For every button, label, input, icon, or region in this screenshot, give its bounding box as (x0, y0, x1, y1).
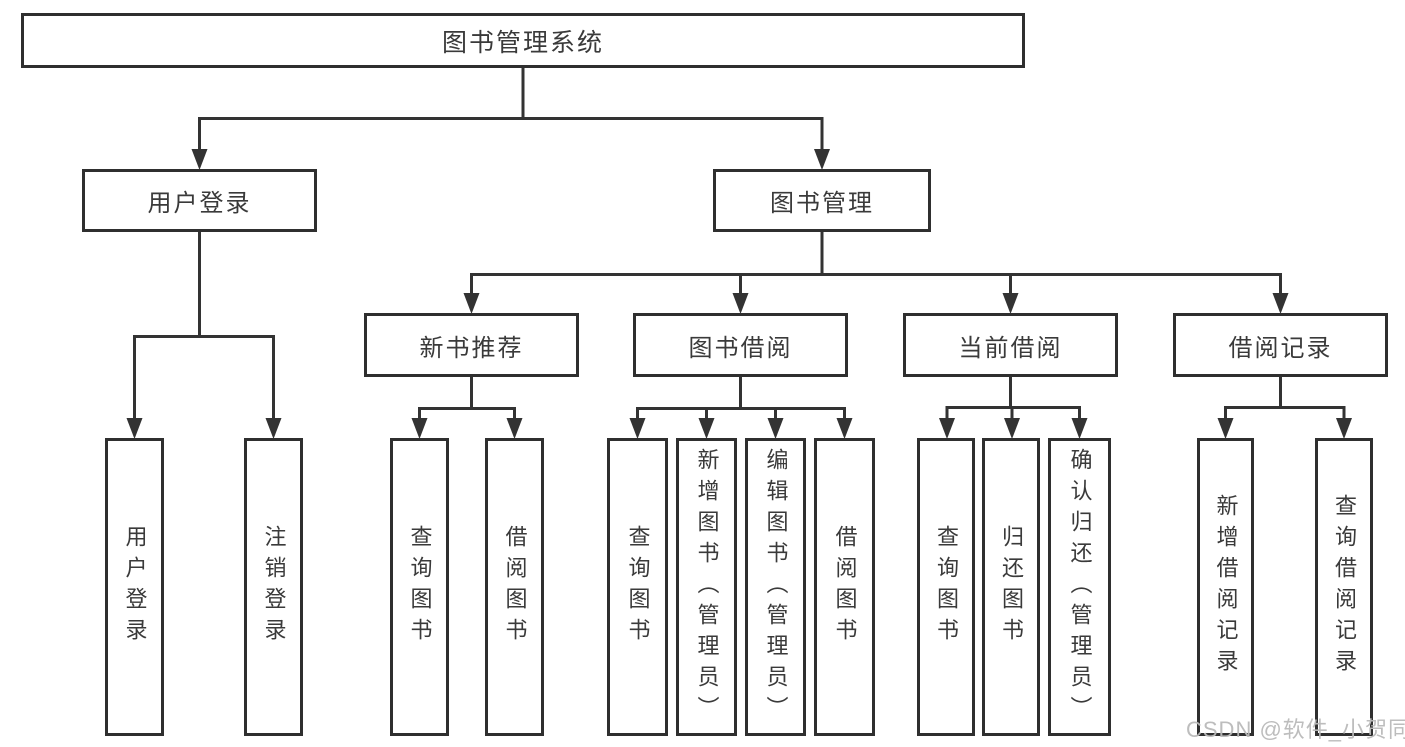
node-label: 编辑图书（管理员） (763, 447, 789, 727)
arrowhead (1336, 418, 1352, 439)
leaf-return-book: 归还图书 (982, 438, 1040, 736)
arrowhead (463, 293, 480, 314)
node-label: 用户登录 (122, 525, 148, 649)
node-user-login: 用户登录 (82, 169, 317, 232)
arrowhead (698, 418, 715, 439)
arrowhead (629, 418, 646, 439)
arrowhead (814, 149, 830, 170)
node-label: 借阅图书 (502, 525, 528, 649)
node-label: 查询借阅记录 (1332, 494, 1357, 680)
leaf-add-book-admin: 新增图书（管理员） (676, 438, 737, 736)
leaf-query-books-borrow: 查询图书 (607, 438, 668, 736)
leaf-edit-book-admin: 编辑图书（管理员） (745, 438, 806, 736)
node-current-borrowing: 当前借阅 (903, 313, 1118, 377)
leaf-query-books-current: 查询图书 (917, 438, 975, 736)
node-borrowing-records: 借阅记录 (1173, 313, 1388, 377)
arrowhead (126, 418, 143, 439)
node-label: 当前借阅 (958, 334, 1063, 362)
node-label: 图书管理系统 (441, 28, 604, 57)
leaf-add-borrow-record: 新增借阅记录 (1197, 438, 1254, 736)
leaf-query-borrow-record: 查询借阅记录 (1315, 438, 1373, 736)
node-label: 注销登录 (261, 525, 287, 649)
watermark: CSDN @软件_小贺同学 (1186, 717, 1405, 742)
arrowhead (1272, 293, 1289, 314)
arrowhead (1217, 418, 1234, 439)
node-new-book-recommendation: 新书推荐 (364, 313, 579, 377)
leaf-borrow-books: 借阅图书 (814, 438, 875, 736)
arrowhead (767, 418, 784, 439)
node-label: 确认归还（管理员） (1067, 447, 1093, 727)
arrowhead (1071, 418, 1088, 439)
node-label: 新增图书（管理员） (694, 447, 720, 727)
node-label: 查询图书 (407, 525, 433, 649)
arrowhead (1002, 293, 1019, 314)
leaf-borrow-books-recommend: 借阅图书 (485, 438, 544, 736)
arrowhead (1004, 418, 1020, 439)
arrowhead (411, 418, 428, 439)
node-label: 借阅图书 (832, 525, 858, 649)
leaf-query-books-recommend: 查询图书 (390, 438, 449, 736)
node-label: 查询图书 (934, 525, 959, 649)
node-label: 图书管理 (770, 190, 874, 217)
leaf-confirm-return-admin: 确认归还（管理员） (1048, 438, 1111, 736)
leaf-logout: 注销登录 (244, 438, 303, 736)
leaf-user-login: 用户登录 (105, 438, 164, 736)
arrowhead (939, 418, 955, 439)
arrowhead (506, 418, 523, 439)
node-book-borrowing: 图书借阅 (633, 313, 848, 377)
node-label: 查询图书 (625, 525, 651, 649)
node-label: 借阅记录 (1228, 334, 1333, 362)
node-label: 新增借阅记录 (1213, 494, 1239, 680)
node-label: 归还图书 (999, 525, 1024, 649)
arrowhead (265, 418, 282, 439)
node-library-management-system: 图书管理系统 (21, 13, 1025, 68)
arrowhead (836, 418, 853, 439)
node-label: 图书借阅 (688, 334, 793, 362)
arrowhead (191, 149, 208, 170)
node-label: 用户登录 (147, 190, 252, 217)
arrowhead (732, 293, 749, 314)
node-book-management: 图书管理 (713, 169, 931, 232)
node-label: 新书推荐 (419, 334, 524, 362)
connector-path (133, 68, 1346, 420)
